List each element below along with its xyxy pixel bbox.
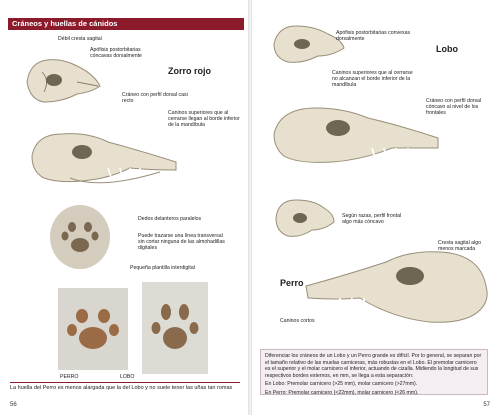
label-cresta-perro: Cresta sagital algo menos marcada <box>438 240 481 252</box>
label-lobo: LOBO <box>120 374 135 380</box>
info-box-lobo: En Lobo: Premolar carnicero (>25 mm), mo… <box>265 381 418 387</box>
info-box-intro: Diferenciar los cráneos de un Lobo y un … <box>265 353 482 379</box>
page-number-left: 56 <box>10 402 17 408</box>
info-box-perro: En Perro: Premolar carnicero (<22mm), mo… <box>265 389 419 396</box>
wolf-track-photo <box>142 282 208 374</box>
caption-rule <box>10 382 240 383</box>
label-caninos-lobo: Caninos superiores que al cerrarse no al… <box>332 70 413 88</box>
species-label-zorro: Zorro rojo <box>168 66 211 76</box>
right-page: Lobo Perro Apófisis postorbitarias conve… <box>250 0 500 415</box>
fox-skull-top-illustration <box>26 59 101 103</box>
fox-track-illustration <box>50 205 110 269</box>
label-cresta: Débil cresta sagital <box>58 36 102 42</box>
label-trazo: Puede trazarse una línea transversal sin… <box>138 233 225 251</box>
label-dedos: Dedos delanteros paralelos <box>138 216 202 222</box>
left-page: Cráneos y huellas de cánidos <box>8 18 244 408</box>
label-perro: PERRO <box>60 374 79 380</box>
info-box: Diferenciar los cráneos de un Lobo y un … <box>260 349 488 396</box>
label-plantilla: Pequeña plantilla interdigital <box>130 265 195 271</box>
page-number-right: 57 <box>483 402 490 408</box>
species-label-lobo: Lobo <box>436 44 458 54</box>
wolf-skull-top-illustration <box>273 25 345 63</box>
dog-skull-side-illustration <box>305 251 488 323</box>
section-header: Cráneos y huellas de cánidos <box>8 18 244 30</box>
book-gutter <box>248 0 252 415</box>
caption: La huella del Perro es menos alargada qu… <box>10 385 233 391</box>
dog-skull-top-illustration <box>275 199 335 237</box>
label-apofisis: Apófisis postorbitarias cóncavas dorsalm… <box>90 47 142 59</box>
label-segun-razas: Según razas, perfil frontal algo más cón… <box>342 213 402 225</box>
dog-track-photo <box>58 288 128 370</box>
label-perfil-dorsal: Cráneo con perfil dorsal cóncavo al nive… <box>426 98 482 116</box>
wolf-skull-side-illustration <box>273 107 439 163</box>
species-label-perro: Perro <box>280 278 304 288</box>
label-apofisis-lobo: Apófisis postorbitarias convexas dorsalm… <box>336 30 411 42</box>
label-caninos: Caninos superiores que al cerrarse llega… <box>168 110 240 128</box>
fox-skull-side-illustration <box>31 133 177 184</box>
label-craneo-perfil: Cráneo con perfil dorsal casi recto <box>122 92 188 104</box>
label-caninos-cortos: Caninos cortos <box>280 318 315 324</box>
